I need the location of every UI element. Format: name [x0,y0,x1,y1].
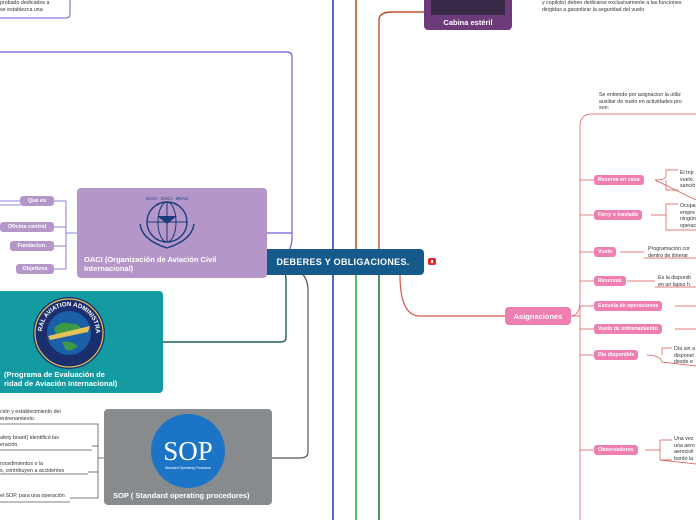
sop-logo-icon: SOP Standard Operating Procedure [151,414,225,488]
youtube-icon[interactable] [428,258,436,265]
asignacion-vuelo[interactable]: Vuelo [594,247,617,257]
icao-logo-icon: ICAO · OACI · ИКАО [139,196,195,249]
oaci-caption: OACI (Organización de Aviación Civil Int… [84,255,217,273]
connector-sop-children [0,423,104,503]
icao-logo-text: ICAO · OACI · ИКАО [146,196,189,201]
asignacion-ferry-o-traslado-text: Ocupa empre ningún operac [680,203,696,229]
asignacion-reservas[interactable]: Reservas [594,276,626,286]
asignacion-vuelo-text: Programación cor dentro de itinerar [648,246,690,259]
central-topic[interactable]: DEBERES Y OBLIGACIONES. [262,249,424,275]
oaci-child-que-es[interactable]: Que es [20,196,54,206]
oaci-child-oficina-central[interactable]: Oficina central [0,222,54,232]
sop-child-text-1: ción y establecimiento del entrenamiento… [0,409,61,422]
connector-asignaciones [399,274,505,317]
sop-child-text-3: rocedimientos o la s, contribuyen a acci… [0,461,65,474]
oaci-child-fundacion[interactable]: Fundacion. [10,241,54,251]
asignacion-observadores-text: Una vez una aero aerocivil bordo la [674,436,695,462]
sop-caption: SOP ( Standard operating procedures) [113,491,250,500]
sop-logo-subtext: Standard Operating Procedure [165,466,211,470]
top-left-fragment-text: probado dedicados a se establezca una [0,0,50,13]
cabina-text: y copiloto) deben dedicarse exclusivamen… [542,0,682,13]
cabina-esteril-node[interactable]: Cabina estéril [424,0,512,30]
asignacion-reserva-en-casa-text: El trip vuelo, sanció [680,170,696,190]
asignacion-dia-disponible-text: Día sin a disponel desde e [674,346,695,366]
sop-child-text-4: el SOP, para una operación [0,493,65,499]
sop-child-text-2: afety board) identificó las eración. [0,435,59,448]
asignacion-observadores[interactable]: Observadores [594,445,638,455]
faa-caption: (Programa de Evaluación de ridad de Avia… [4,370,118,388]
cabina-photo [431,0,505,15]
asignacion-ferry-o-traslado[interactable]: Ferry o traslado [594,210,643,220]
connector-top-left [0,0,71,19]
asignaciones-node[interactable]: Asignaciones [505,307,571,325]
connector-asignaciones-children [570,113,696,520]
connector-oaci-children [0,200,77,270]
sop-logo-text: SOP [163,436,213,466]
asignacion-vuelo-de-entrenamiento[interactable]: Vuelo de entrenamiento [594,324,662,334]
connector-cabina [378,11,424,21]
asignacion-dia-disponible[interactable]: Día disponible [594,350,639,360]
asignacion-reservas-text: Es la disponib en un lapso h [658,275,691,288]
faa-seal-icon: FEDERAL AVIATION ADMINISTRATION [32,296,105,369]
asignacion-escuela-de-operaciones[interactable]: Escuela de operaciones [594,301,663,311]
asignacion-reserva-en-casa[interactable]: Reserva en casa [594,175,644,185]
oaci-child-objetivos[interactable]: Objetivos [16,264,54,274]
cabina-label: Cabina estéril [443,18,493,27]
asignaciones-intro: Se entiende por asignacion la utiliz aux… [599,92,682,112]
